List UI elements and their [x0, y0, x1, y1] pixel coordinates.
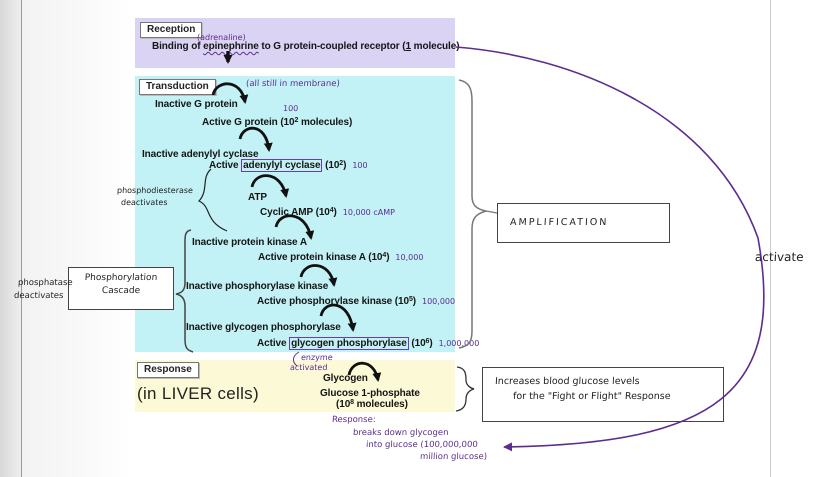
glucose-pre: (10 [336, 399, 351, 410]
active-pk-pre: Active phosphorylase kinase (10 [257, 296, 409, 307]
inactive-glycogen-phosphorylase: Inactive glycogen phosphorylase [186, 322, 341, 333]
active-pk-sup: 5 [408, 295, 413, 303]
phosphorylation-cascade-box: Phosphorylation Cascade [68, 267, 174, 310]
response-note-line4: million glucose) [419, 452, 488, 462]
increases-line2: for the "Fight or Flight" Response [512, 391, 671, 402]
amplification-box: AMPLIFICATION [497, 203, 670, 243]
membrane-note: (all still in membrane) [245, 79, 341, 89]
cyclic-post: ) [333, 207, 337, 218]
active-ac-post: ) [343, 160, 347, 171]
increases-line1: Increases blood glucose levels [494, 376, 640, 387]
inactive-protein-kinase-a: Inactive protein kinase A [192, 237, 307, 248]
cyclic-pre: Cyclic AMP (10 [260, 207, 330, 218]
phosphatase-note-line2: deactivates [13, 291, 64, 301]
g-protein-count-note: 100 [282, 104, 299, 113]
reception-text: Binding of epinephrine to G protein-coup… [152, 41, 460, 52]
camp-count-note: 10,000 cAMP [342, 208, 395, 217]
cascade-line1: Phosphorylation [84, 273, 158, 283]
active-ac-mid: (10 [322, 160, 340, 171]
glucose-label: Glucose 1-phosphate [320, 388, 420, 399]
pka-count-note: 10,000 [395, 253, 424, 262]
glycogen-label: Glycogen [323, 373, 368, 384]
active-gp-post: ) [429, 338, 433, 349]
inactive-g-protein: Inactive G protein [155, 99, 238, 110]
active-phosphorylase-kinase: Active phosphorylase kinase (105) 100,000 [257, 295, 456, 308]
active-pka-post: ) [386, 252, 390, 263]
amplification-text: AMPLIFICATION [509, 217, 609, 228]
active-adenylyl-cyclase: Active adenylyl cyclase (102) 100 [209, 159, 368, 172]
phosphodiesterase-note-line1: phosphodiesterase [116, 186, 194, 195]
inactive-adenylyl-cyclase: Inactive adenylyl cyclase [142, 149, 259, 160]
active-pk-post: ) [412, 296, 416, 307]
amplification-brace-connector [485, 210, 498, 214]
glucose-molecules: (108 molecules) [336, 398, 408, 411]
adenylyl-cyclase-boxed: adenylyl cyclase [241, 159, 323, 172]
active-pka-sup: 4 [382, 251, 387, 259]
binding-post: molecule) [410, 41, 460, 52]
amplification-brace [458, 79, 487, 349]
active-g-protein: Active G protein (102 molecules) [202, 116, 353, 129]
increases-glucose-box: Increases blood glucose levels for the "… [482, 367, 724, 422]
pk-count-note: 100,000 [422, 297, 456, 306]
epinephrine-word: epinephrine [203, 41, 259, 52]
active-pka-pre: Active protein kinase A (10 [258, 252, 383, 263]
phosphatase-note-line1: phosphatase [17, 278, 73, 288]
active-glycogen-phosphorylase: Active glycogen phosphorylase (106) 1,000… [257, 337, 480, 350]
active-g-pre: Active G protein (10 [202, 117, 295, 128]
response-brace [455, 366, 475, 412]
reception-label: Reception [140, 22, 203, 38]
binding-mid: to G protein-coupled receptor ( [258, 41, 406, 52]
response-note-line1: Response: [331, 415, 376, 425]
phosphodiesterase-note-line2: deactivates [120, 198, 168, 207]
glucose-sup: 8 [350, 398, 354, 406]
active-gp-pre: Active [257, 338, 290, 349]
transduction-label: Transduction [139, 79, 216, 95]
glycogen-phosphorylase-boxed: glycogen phosphorylase [289, 337, 409, 350]
enzyme-note-line2: activated [289, 363, 328, 372]
page-margin-fade [22, 0, 132, 477]
liver-cells-text: (in LIVER cells) [137, 384, 259, 403]
enzyme-note-line1: enzyme [300, 353, 333, 362]
active-g-post: molecules) [298, 117, 353, 128]
molecule-count: 1 [405, 41, 412, 52]
page-margin-shade [0, 0, 21, 477]
response-note-line2: breaks down glycogen [352, 428, 449, 438]
response-note-line3: into glucose (100,000,000 [365, 440, 479, 450]
inactive-phosphorylase-kinase: Inactive phosphorylase kinase [186, 281, 329, 292]
page-edge-line-left [21, 0, 22, 477]
atp-label: ATP [248, 192, 267, 203]
active-gp-sup: 6 [425, 337, 430, 345]
cyclic-sup: 4 [329, 206, 334, 214]
cyclic-amp: Cyclic AMP (104) 10,000 cAMP [260, 206, 395, 219]
response-label: Response [137, 362, 199, 378]
glucose-post: molecules) [353, 399, 408, 410]
page-edge-line-right [770, 0, 771, 477]
active-gp-mid: (10 [408, 338, 426, 349]
activate-note: activate [754, 250, 804, 264]
active-ac-pre: Active [209, 160, 242, 171]
cascade-line2: Cascade [101, 286, 141, 296]
active-protein-kinase-a: Active protein kinase A (104) 10,000 [258, 251, 424, 264]
gp-count-note: 1,000,000 [438, 339, 480, 348]
active-ac-sup: 2 [339, 159, 344, 167]
active-g-sup: 2 [294, 116, 299, 124]
binding-pre: Binding of [152, 41, 204, 52]
adenylyl-count-note: 100 [352, 161, 368, 170]
